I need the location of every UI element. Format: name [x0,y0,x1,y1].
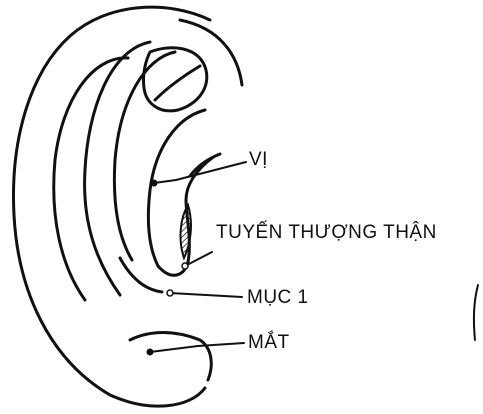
leader-line-muc [170,293,242,297]
label-vi: VỊ [249,150,268,169]
point-muc-1 [167,290,173,296]
point-mat [147,349,154,356]
inner-helix-curve [54,58,128,300]
point-vi [151,180,158,187]
stray-mark [474,285,478,340]
fossa-divider [155,66,200,100]
label-tuyen-thuong-than: TUYẾN THƯỢNG THẬN [216,223,437,242]
label-mat: MẮT [248,333,290,352]
triangular-fossa [143,48,206,111]
outer-helix-outline [13,7,210,406]
earlobe-curve [130,333,211,381]
label-muc-1: MỤC 1 [247,288,309,307]
concha-outline [148,110,205,266]
leader-line-mat [150,343,244,352]
point-tuyen-thuong-than [182,263,188,269]
